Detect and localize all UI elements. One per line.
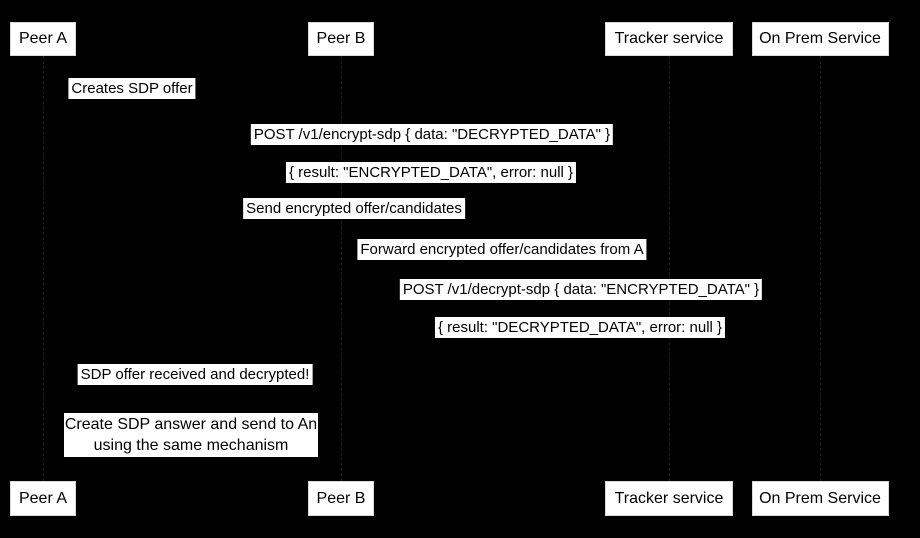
message-label-1: Creates SDP offer	[68, 78, 196, 99]
note-line-1: Create SDP answer and send to An	[64, 416, 318, 433]
lifeline-tracker-service	[669, 56, 670, 481]
note-box: Create SDP answer and send to An using th…	[64, 413, 318, 457]
actor-box-tracker-service-bottom: Tracker service	[605, 481, 733, 516]
message-label-2: POST /v1/encrypt-sdp { data: "DECRYPTED_…	[250, 124, 614, 145]
message-label-4: Send encrypted offer/candidates	[243, 198, 465, 219]
actor-box-on-prem-service-bottom: On Prem Service	[751, 481, 889, 516]
message-label-6: POST /v1/decrypt-sdp { data: "ENCRYPTED_…	[399, 279, 763, 300]
actor-box-peer-a-bottom: Peer A	[10, 481, 76, 516]
actor-box-on-prem-service-top: On Prem Service	[751, 22, 889, 56]
message-label-5: Forward encrypted offer/candidates from …	[357, 239, 647, 260]
actor-box-peer-b-bottom: Peer B	[308, 481, 374, 516]
actor-box-peer-b-top: Peer B	[308, 22, 374, 56]
actor-box-tracker-service-top: Tracker service	[605, 22, 733, 56]
actor-box-peer-a-top: Peer A	[10, 22, 76, 56]
message-label-8: SDP offer received and decrypted!	[77, 364, 313, 385]
message-label-3: { result: "ENCRYPTED_DATA", error: null …	[285, 162, 577, 183]
message-label-7: { result: "DECRYPTED_DATA", error: null …	[434, 317, 726, 338]
note-line-2: using the same mechanism	[93, 437, 289, 454]
lifeline-peer-b	[341, 56, 342, 481]
lifeline-peer-a	[43, 56, 44, 481]
lifeline-on-prem-service	[820, 56, 821, 481]
